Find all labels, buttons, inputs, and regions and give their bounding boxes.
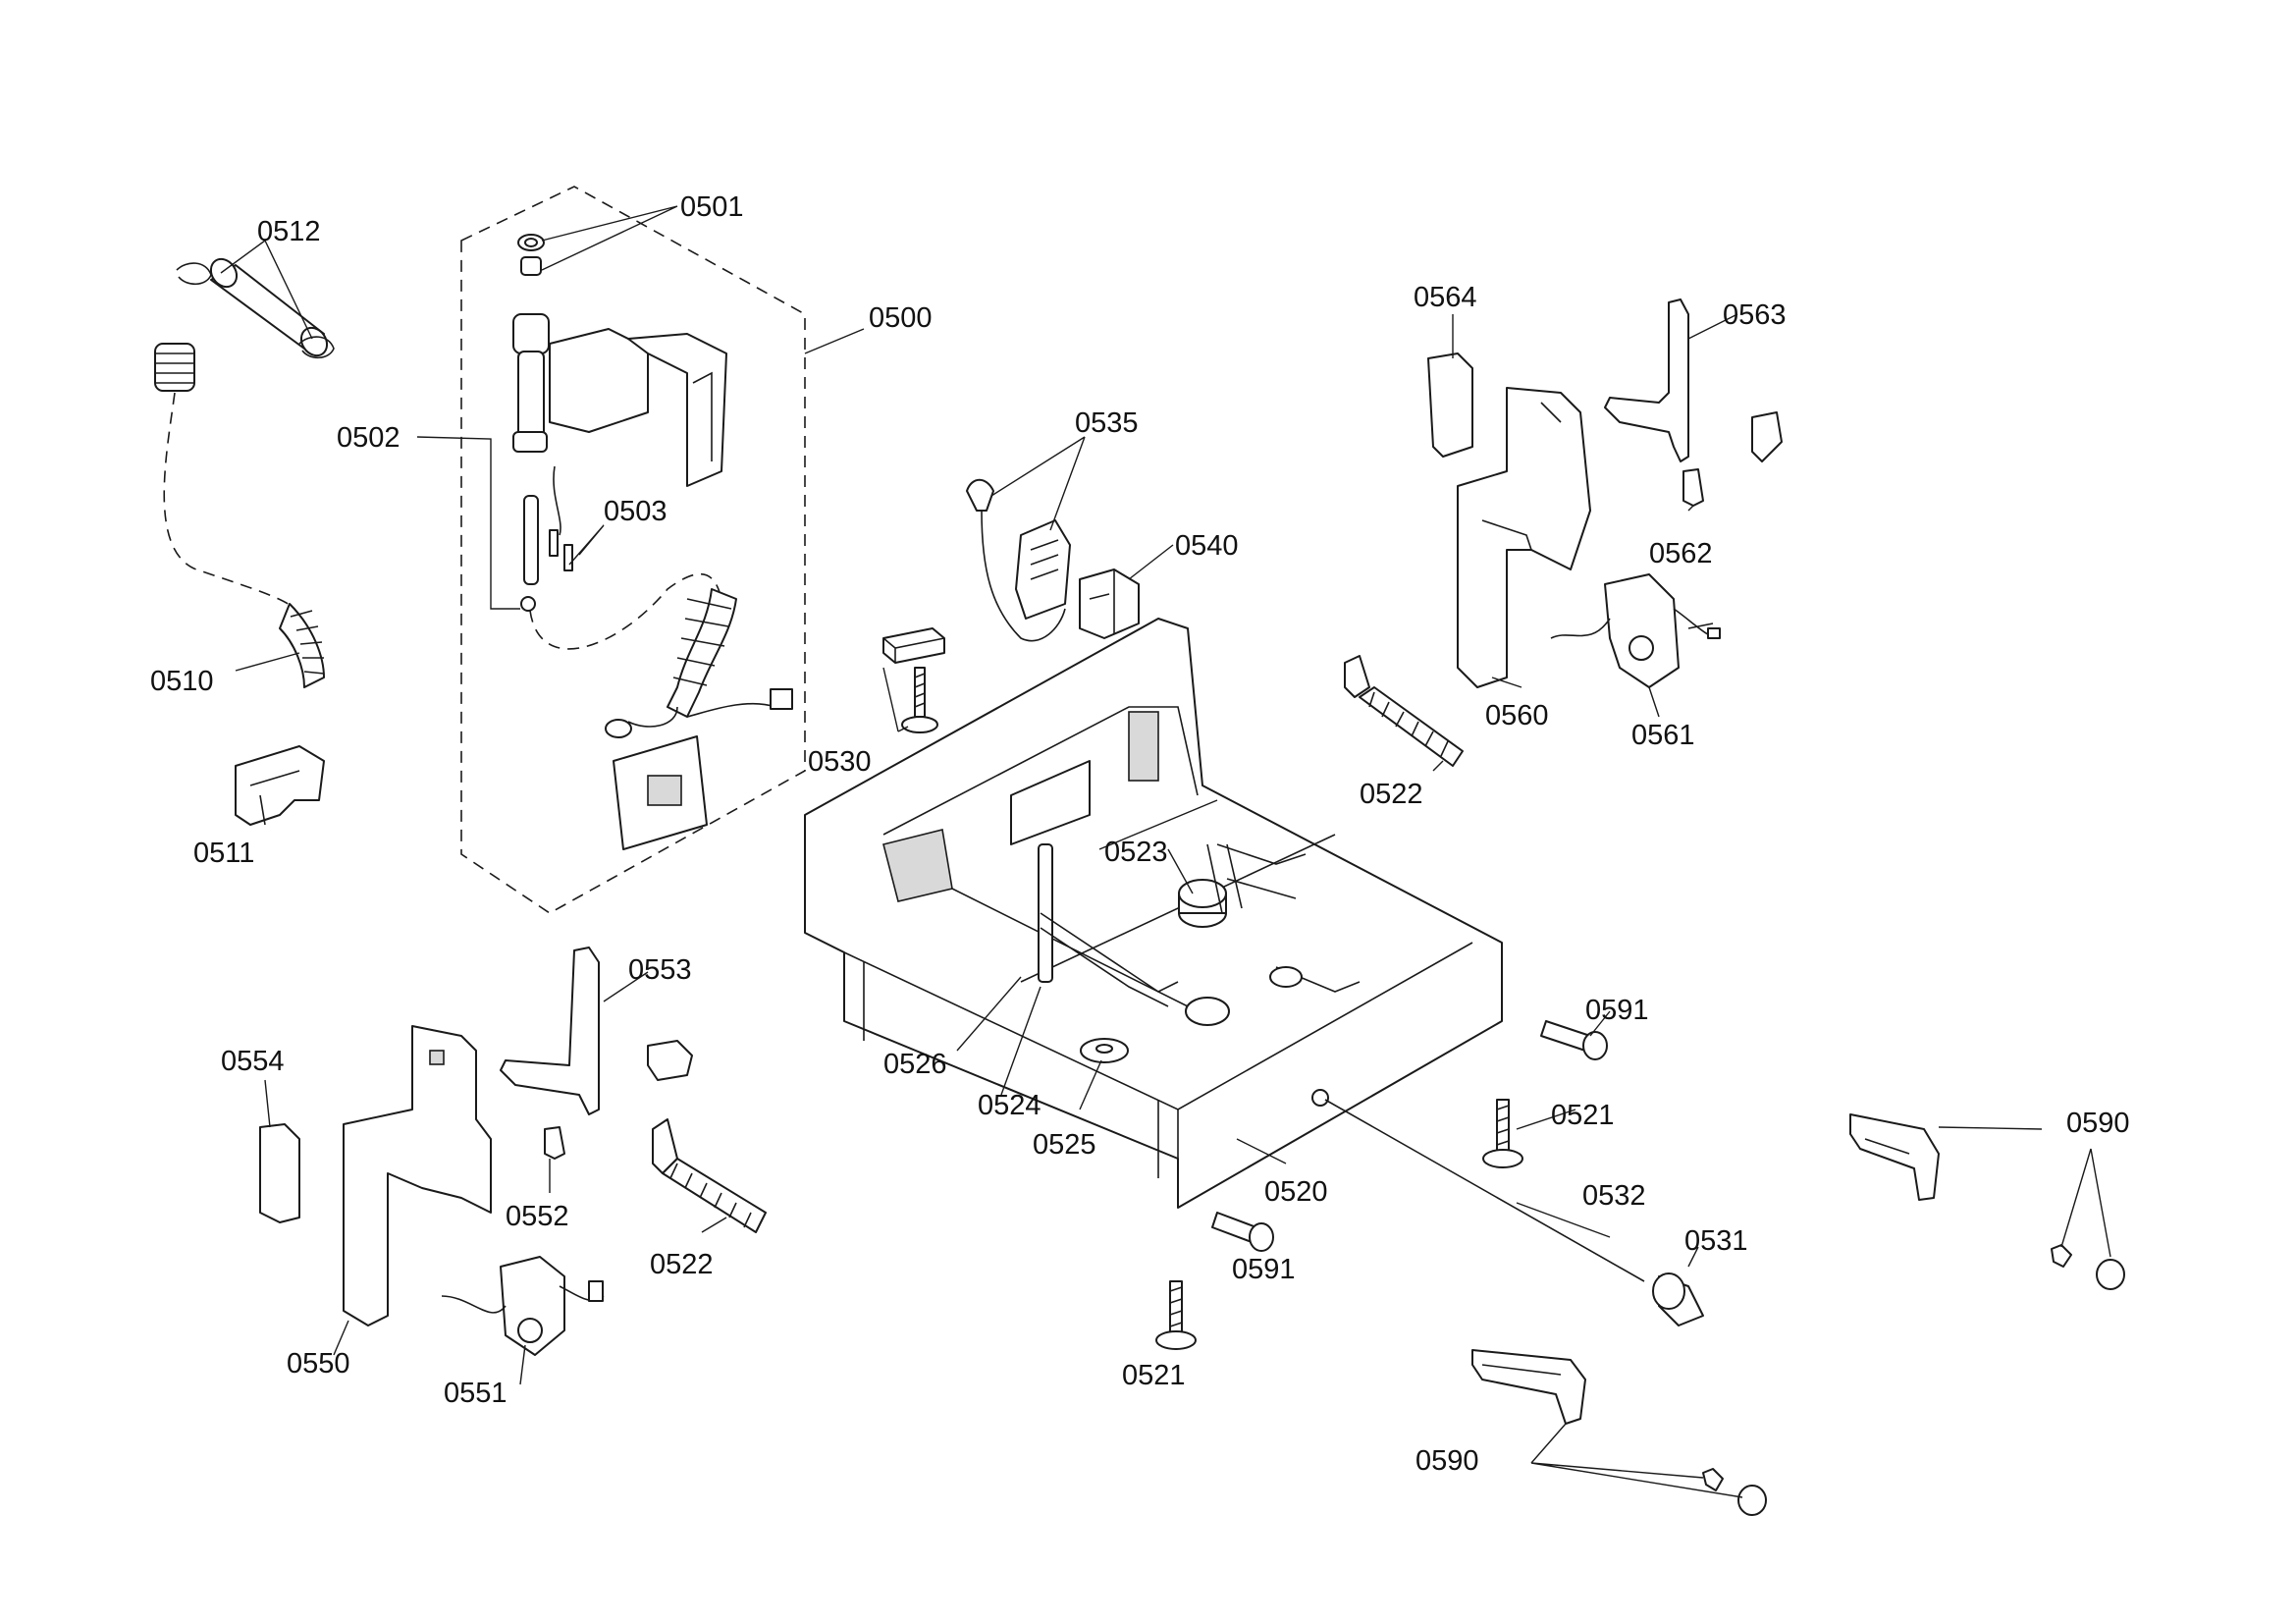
label-0521-upper: 0521 xyxy=(1551,1100,1615,1131)
label-0552: 0552 xyxy=(506,1201,569,1232)
foot-0521-lower xyxy=(1155,1280,1197,1350)
label-0560: 0560 xyxy=(1485,700,1549,731)
label-0591-lower: 0591 xyxy=(1232,1254,1296,1285)
inlet-valve-assembly xyxy=(512,234,727,612)
label-0502: 0502 xyxy=(337,422,400,454)
label-0524: 0524 xyxy=(978,1090,1041,1121)
label-0535: 0535 xyxy=(1075,407,1139,439)
hose-clamp-0512 xyxy=(176,257,335,359)
level-switch-0561 xyxy=(1550,573,1721,688)
label-0554: 0554 xyxy=(221,1046,285,1077)
leader-lines xyxy=(220,205,2111,1498)
label-0503: 0503 xyxy=(604,496,667,527)
foot-0521-upper xyxy=(1482,1099,1523,1168)
label-0563: 0563 xyxy=(1723,299,1787,331)
label-0551: 0551 xyxy=(444,1378,507,1409)
part-labels: 0501 0500 0502 0503 0512 0510 0511 0535 … xyxy=(150,191,2130,1477)
label-0553: 0553 xyxy=(628,954,692,986)
label-0591-upper: 0591 xyxy=(1585,995,1649,1026)
label-0532: 0532 xyxy=(1582,1180,1646,1212)
label-0526: 0526 xyxy=(883,1049,947,1080)
label-0512: 0512 xyxy=(257,216,321,247)
label-0590-lower: 0590 xyxy=(1415,1445,1479,1477)
spring-0522-left xyxy=(652,1118,767,1233)
label-0590-right: 0590 xyxy=(2066,1108,2130,1139)
screw-0591-upper xyxy=(1540,1020,1608,1060)
label-0540: 0540 xyxy=(1175,530,1239,562)
label-0501: 0501 xyxy=(680,191,744,223)
bracket-0553 xyxy=(500,947,600,1115)
clip-0553b xyxy=(647,1040,693,1081)
label-0522-lower: 0522 xyxy=(650,1249,714,1280)
rod-knob-0531-0532 xyxy=(1311,1089,1704,1326)
corrugated-hose-0510 xyxy=(154,343,325,688)
connector-0535-0540 xyxy=(966,478,1140,642)
label-0525: 0525 xyxy=(1033,1129,1096,1161)
spring-0522-right xyxy=(1344,655,1464,767)
label-0531: 0531 xyxy=(1684,1225,1748,1257)
switch-0530 xyxy=(882,627,945,733)
label-0511: 0511 xyxy=(193,838,254,869)
assembly-boundary-0500 xyxy=(460,186,806,914)
label-0564: 0564 xyxy=(1414,282,1477,313)
label-0522-upper: 0522 xyxy=(1360,779,1423,810)
label-0550: 0550 xyxy=(287,1348,350,1380)
rail-0590-right xyxy=(1849,1113,2125,1290)
screw-0591-lower xyxy=(1211,1212,1274,1252)
label-0510: 0510 xyxy=(150,666,214,697)
label-0562: 0562 xyxy=(1649,538,1713,569)
clip-0552 xyxy=(544,1126,565,1160)
bracket-0550 xyxy=(343,1025,492,1326)
rail-0590-lower xyxy=(1471,1349,1767,1516)
base-tub-0520 xyxy=(804,618,1503,1209)
aquastop-hose-0500 xyxy=(529,573,793,850)
level-switch-0551 xyxy=(441,1256,605,1356)
bracket-0563-0562 xyxy=(1604,298,1783,507)
label-0520: 0520 xyxy=(1264,1176,1328,1208)
inner-parts xyxy=(1038,843,1179,1063)
label-0523: 0523 xyxy=(1104,837,1168,868)
label-0500: 0500 xyxy=(869,302,933,334)
label-0561: 0561 xyxy=(1631,720,1695,751)
label-0521-lower: 0521 xyxy=(1122,1360,1186,1391)
bracket-0511 xyxy=(235,745,325,826)
bracket-0560-0564 xyxy=(1427,352,1591,688)
clip-0554 xyxy=(259,1123,300,1223)
label-0530: 0530 xyxy=(808,746,872,778)
